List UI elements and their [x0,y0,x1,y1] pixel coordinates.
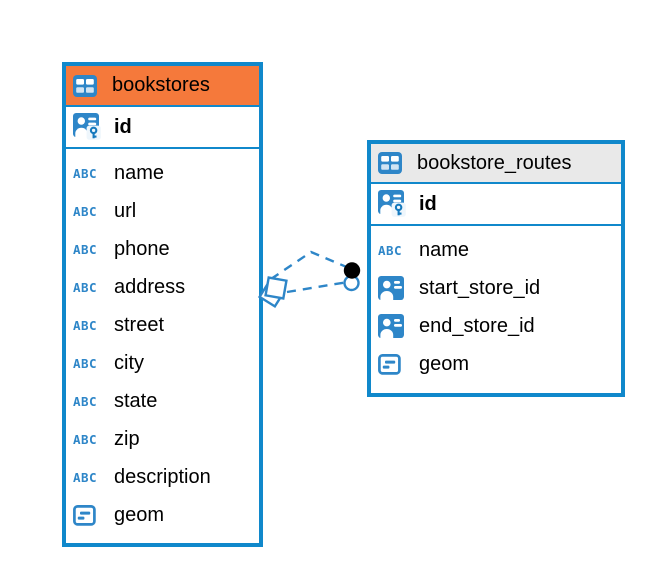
column-list-bookstore-routes: ABC name start_store_id [371,226,621,393]
text-type-icon: ABC [73,241,98,257]
column-row-state[interactable]: ABC state [73,389,158,412]
column-row-city[interactable]: ABC city [73,351,144,374]
relationship-line-lower [286,280,349,294]
primary-key-label: id [419,192,437,215]
column-row-phone[interactable]: ABC phone [73,237,170,260]
column-row-geom[interactable]: geom [378,345,621,383]
text-type-icon: ABC [73,203,98,219]
column-row-url[interactable]: ABC url [73,199,137,222]
column-row-end-store-id[interactable]: end_store_id [378,307,621,345]
table-name-bookstores: bookstores [112,74,210,96]
text-type-icon: ABC [73,165,98,181]
primary-key-label: id [114,115,132,138]
column-row-name[interactable]: ABC name [73,161,165,184]
column-row-address[interactable]: ABC address [73,275,186,298]
table-name-bookstore-routes: bookstore_routes [417,151,572,174]
table-node-bookstore-routes[interactable]: bookstore_routes id ABC [367,140,625,397]
relationship-line-upper [270,250,350,280]
text-type-icon: ABC [73,469,98,485]
text-type-icon: ABC [73,393,98,409]
geometry-type-icon [378,353,408,375]
column-row-zip[interactable]: ABC zip [73,427,140,450]
column-row-routes-id[interactable]: id [371,184,621,226]
text-type-icon: ABC [73,317,98,333]
column-row-name[interactable]: ABC name [378,238,470,261]
column-row-bookstores-id[interactable]: id [66,107,259,149]
column-row-street[interactable]: ABC street [73,313,165,336]
column-list-bookstores: ABC name ABC url ABC phone ABC address A… [66,149,259,543]
table-header-bookstores[interactable]: bookstores [66,66,259,107]
column-row-start-store-id[interactable]: start_store_id [378,269,621,307]
primary-key-icon [378,189,408,219]
table-icon [378,152,408,174]
reference-type-icon [378,276,408,300]
geometry-type-icon [73,504,103,526]
text-type-icon: ABC [73,355,98,371]
text-type-icon: ABC [378,242,403,258]
column-row-geom[interactable]: geom [73,496,259,534]
table-header-bookstore-routes[interactable]: bookstore_routes [371,144,621,184]
relationship-target-marker [343,262,361,292]
table-icon [73,74,103,97]
table-node-bookstores[interactable]: bookstores id ABC [62,62,263,547]
column-row-description[interactable]: ABC description [73,465,211,488]
reference-type-icon [378,314,408,338]
primary-key-icon [73,112,103,142]
text-type-icon: ABC [73,431,98,447]
relationship-source-marker [257,276,288,309]
text-type-icon: ABC [73,279,98,295]
